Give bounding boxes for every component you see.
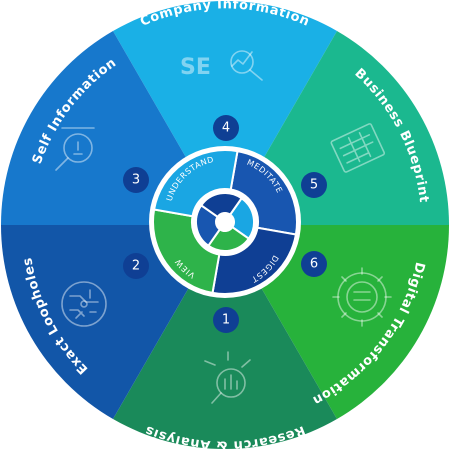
magnifier-person-icon [55,127,95,171]
circuit-brain-icon [61,281,107,327]
segment-digital-transformation[interactable] [225,225,449,419]
segment-research-analysis[interactable] [113,225,337,450]
seo-magnifier-icon: SE [180,50,263,81]
badge-4[interactable]: 4 [213,115,239,141]
svg-text:SE: SE [180,55,211,80]
svg-text:2: 2 [132,259,140,274]
badge-2[interactable]: 2 [123,253,149,279]
center-core [195,192,255,252]
chart-magnifier-icon [204,351,251,404]
badge-3[interactable]: 3 [123,167,149,193]
blueprint-document-icon [330,123,386,173]
svg-text:5: 5 [310,178,318,193]
svg-text:4: 4 [222,121,230,136]
badge-6[interactable]: 6 [301,251,327,277]
segment-exact-loopholes[interactable] [1,225,225,419]
segment-company-information[interactable] [113,0,337,225]
svg-text:1: 1 [222,313,230,328]
svg-text:6: 6 [310,257,318,272]
svg-text:3: 3 [132,173,140,188]
badge-1[interactable]: 1 [213,307,239,333]
gear-circuit-icon [332,267,392,327]
badge-5[interactable]: 5 [301,172,327,198]
